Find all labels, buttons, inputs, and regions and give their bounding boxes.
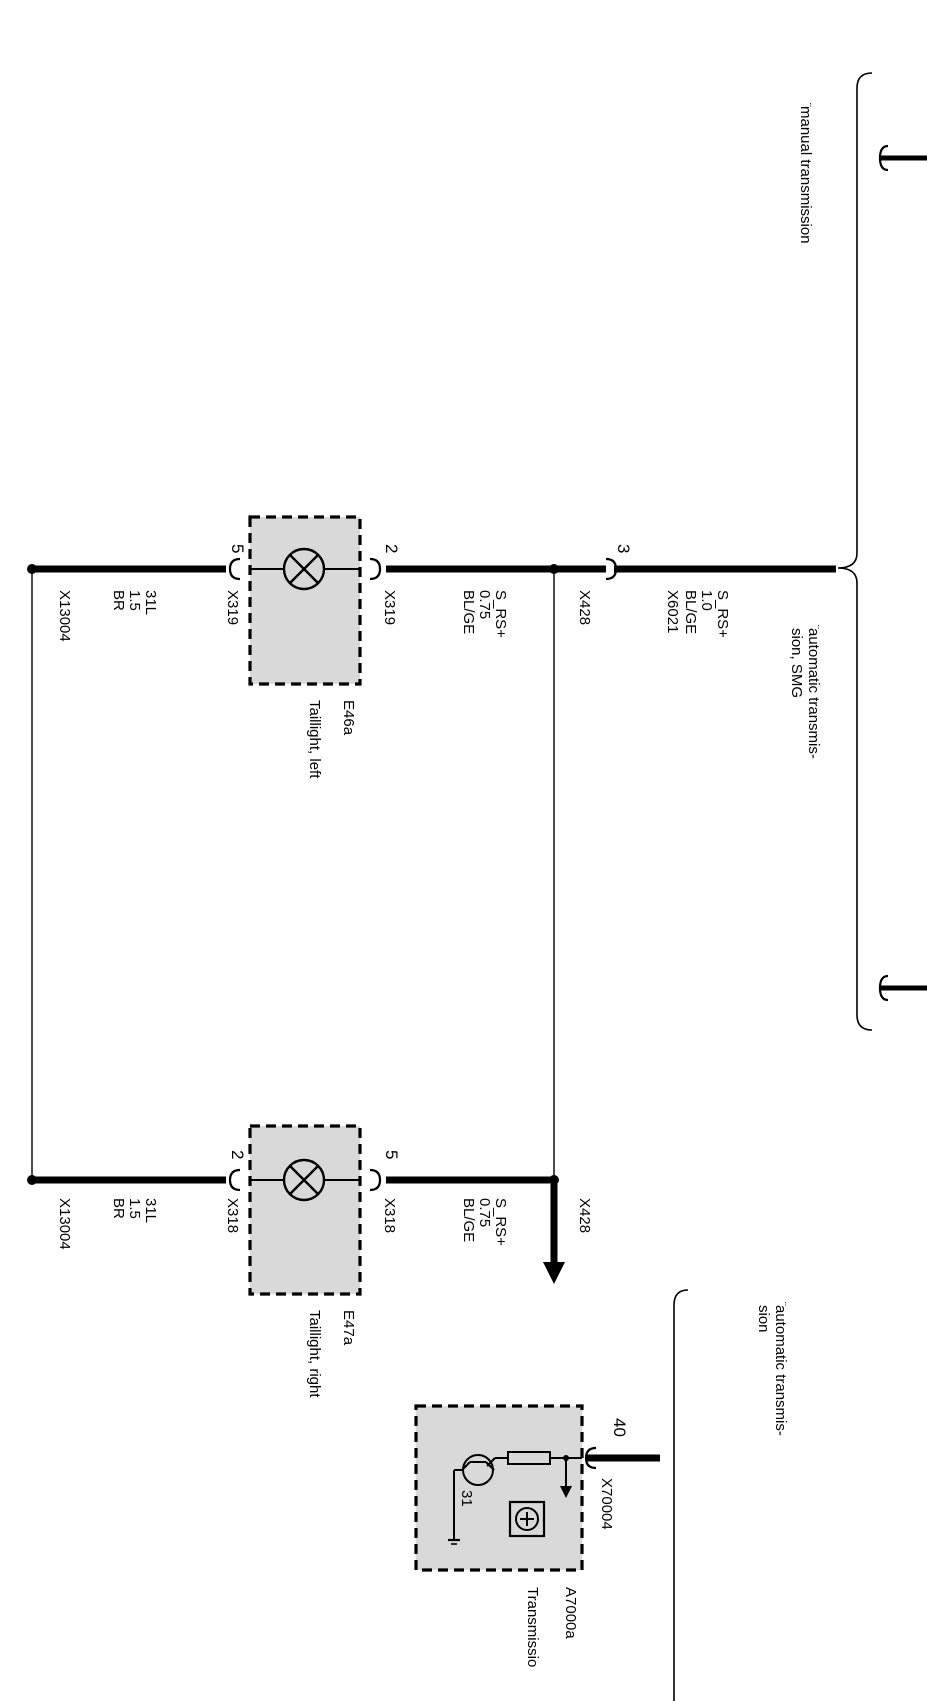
right-lamp-component — [248, 1124, 362, 1296]
transmission-module-component — [414, 1404, 584, 1572]
variant-mark-manual: ¨ — [800, 103, 814, 107]
transmission-ground-label: 31 — [458, 1490, 475, 1507]
upper-color: BL/GE — [682, 590, 699, 634]
variant-label-auto-smg-line2: sion, SMG — [788, 628, 805, 698]
right-lamp-in-connector — [369, 1168, 382, 1192]
connector-x6021-symbol — [605, 557, 618, 581]
transmission-module-name: Transmissio — [524, 1587, 541, 1667]
right-lamp-name: Taillight, right — [306, 1310, 323, 1398]
right-ground-label: X13004 — [56, 1198, 73, 1250]
right-lamp-in-signal: S_RS+ — [492, 1198, 509, 1246]
variant-label-manual: manual transmission — [797, 106, 814, 244]
transmission-module-id: A7000a — [562, 1587, 579, 1639]
variant-brace-main — [837, 72, 873, 1031]
variant-pointer-manual — [878, 144, 927, 172]
wire-upper — [554, 557, 836, 581]
left-lamp-in-signal: S_RS+ — [492, 590, 509, 638]
left-lamp-bulb-icon — [282, 547, 326, 591]
transmission-control-unit-icon — [508, 1500, 546, 1538]
splice-x428-label: X428 — [576, 590, 593, 625]
right-lamp-out-connector — [228, 1168, 241, 1192]
transmission-connector-symbol — [584, 1446, 597, 1470]
variant-mark-auto: ¨ — [775, 1302, 789, 1306]
right-lamp-id: E47a — [340, 1310, 357, 1346]
right-lamp-bulb-icon — [282, 1158, 326, 1202]
left-lamp-out-signal: 31L — [142, 590, 159, 615]
left-lamp-in-connector — [369, 557, 382, 581]
left-lamp-out-color: BR — [110, 590, 127, 611]
right-lamp-in-connector-label: X318 — [381, 1198, 398, 1233]
left-lamp-in-color: BL/GE — [460, 590, 477, 634]
left-lamp-pin-out: 5 — [228, 544, 247, 553]
left-lamp-in-connector-label: X319 — [381, 590, 398, 625]
transmission-pin: 40 — [610, 1418, 629, 1437]
variant-label-auto-smg: automatic transmis- — [805, 628, 822, 759]
splice-x428-arrow — [543, 1184, 565, 1284]
right-lamp-out-color: BR — [110, 1198, 127, 1219]
right-lamp-out-signal: 31L — [142, 1198, 159, 1223]
transmission-circuit-icon — [448, 1451, 582, 1545]
left-lamp-out-connector-label: X319 — [224, 590, 241, 625]
variant-brace-automatic — [673, 1289, 689, 1701]
left-lamp-out-cross-section: 1.5 — [126, 590, 143, 611]
left-lamp-out-connector — [228, 557, 241, 581]
left-lamp-pin-in: 2 — [382, 544, 401, 553]
right-lamp-out-cross-section: 1.5 — [126, 1198, 143, 1219]
transmission-connector-label: X70004 — [598, 1478, 615, 1530]
upper-signal: S_RS+ — [714, 590, 731, 638]
left-ground-label: X13004 — [56, 590, 73, 642]
left-lamp-in-cross-section: 0.75 — [476, 590, 493, 619]
right-lamp-pin-in: 5 — [382, 1150, 401, 1159]
left-lamp-name: Taillight, left — [306, 700, 323, 779]
upper-cross-section: 1.0 — [698, 590, 715, 611]
right-lamp-in-color: BL/GE — [460, 1198, 477, 1242]
splice-x428-right-label: X428 — [576, 1198, 593, 1233]
variant-mark-auto-smg: ¨ — [808, 625, 822, 629]
right-lamp-in-cross-section: 0.75 — [476, 1198, 493, 1227]
splice-x428-node-right — [549, 1175, 559, 1185]
right-ground-node — [27, 1175, 37, 1185]
left-lamp-id: E46a — [340, 700, 357, 736]
right-lamp-pin-out: 2 — [228, 1150, 247, 1159]
upper-connector: X6021 — [664, 590, 681, 633]
variant-pointer-smg — [878, 974, 927, 1002]
left-lamp-component — [248, 515, 362, 686]
variant-label-auto: automatic transmis- — [772, 1305, 789, 1436]
right-lamp-out-connector-label: X318 — [224, 1198, 241, 1233]
upper-pin: 3 — [614, 544, 633, 553]
variant-label-auto-line2: sion — [755, 1305, 772, 1333]
